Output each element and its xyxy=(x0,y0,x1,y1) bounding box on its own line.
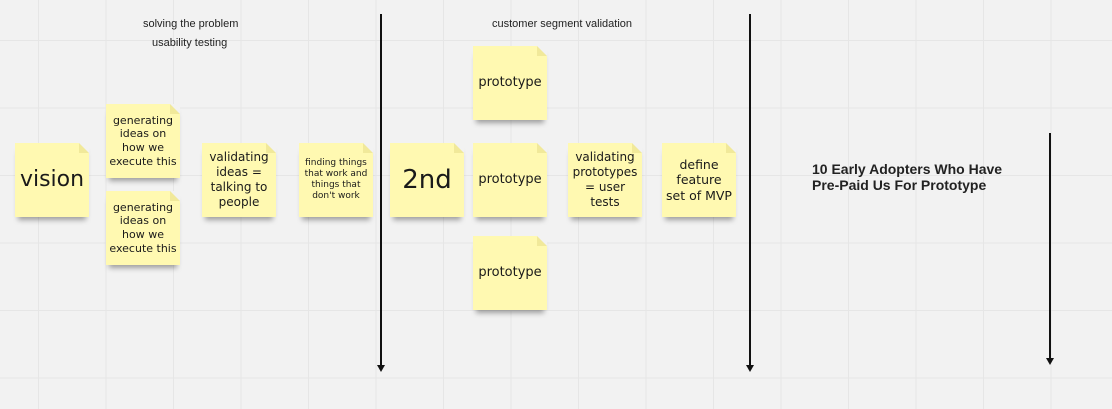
sticky-prototype-middle[interactable]: prototype xyxy=(473,143,547,217)
sticky-validating-prototypes[interactable]: validating prototypes = user tests xyxy=(568,143,642,217)
usability-label: usability testing xyxy=(152,37,228,49)
sticky-validating-ideas[interactable]: validating ideas = talking to people xyxy=(202,143,276,217)
solving-label: solving the problem xyxy=(143,18,239,30)
sticky-define-mvp[interactable]: define feature set of MVP xyxy=(662,143,736,217)
sticky-generating-ideas-1[interactable]: generating ideas on how we execute this xyxy=(106,104,180,178)
divider-arrow-2 xyxy=(746,14,754,372)
customer-segment-label: customer segment validation xyxy=(492,18,633,30)
sticky-prototype-bottom[interactable]: prototype xyxy=(473,236,547,310)
sticky-finding-things[interactable]: finding things that work and things that… xyxy=(299,143,373,217)
sticky-2nd[interactable]: 2nd xyxy=(390,143,464,217)
sticky-prototype-top[interactable]: prototype xyxy=(473,46,547,120)
sticky-generating-ideas-2[interactable]: generating ideas on how we execute this xyxy=(106,191,180,265)
divider-arrow-3 xyxy=(1046,133,1054,365)
early-adopters-headline[interactable]: 10 Early Adopters Who Have Pre-Paid Us F… xyxy=(812,161,1003,193)
sticky-vision[interactable]: vision xyxy=(15,143,89,217)
divider-arrow-1 xyxy=(377,14,385,372)
